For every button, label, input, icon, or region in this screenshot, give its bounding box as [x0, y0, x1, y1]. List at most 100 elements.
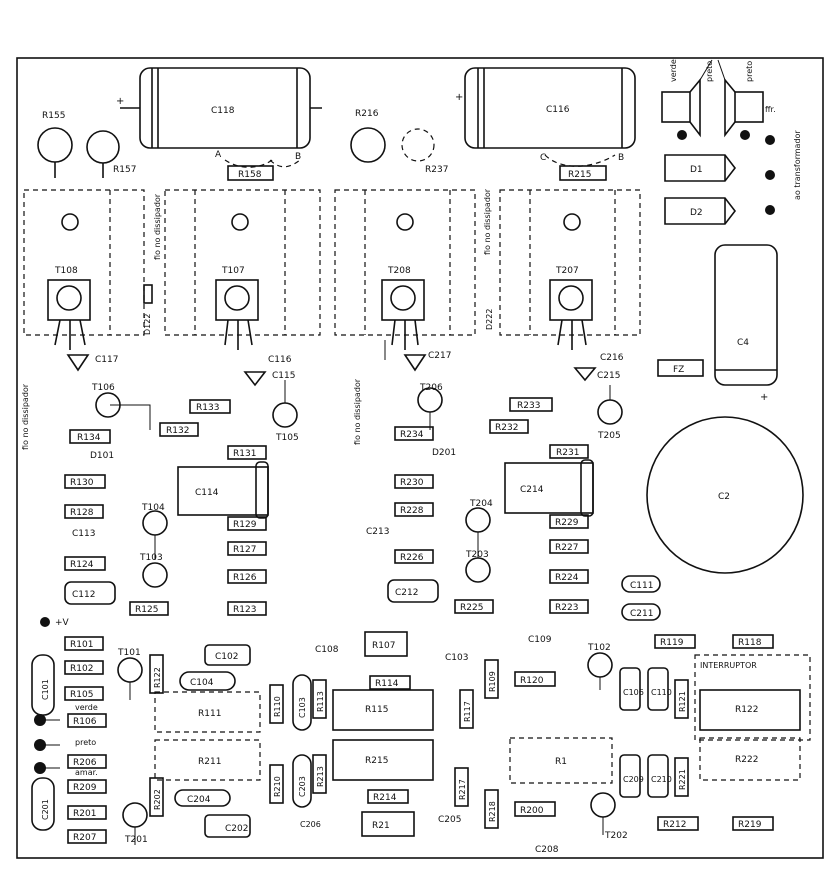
power-transistor-t207: T207 [499, 189, 641, 350]
traces [40, 340, 611, 845]
svg-text:C104: C104 [190, 678, 214, 688]
svg-text:R102: R102 [70, 664, 93, 674]
label-r215: R215 [568, 170, 591, 180]
svg-text:R101: R101 [70, 640, 93, 650]
svg-text:C212: C212 [395, 588, 418, 598]
svg-text:R227: R227 [555, 543, 578, 553]
resistor-r211: R211 [154, 739, 261, 781]
capacitor-c114: C114 [177, 461, 269, 519]
svg-text:T204: T204 [469, 499, 493, 509]
label-preto: preto [75, 738, 96, 747]
resistor-r212: R212 [657, 816, 699, 831]
svg-text:R121: R121 [678, 691, 687, 712]
svg-text:R233: R233 [517, 401, 540, 411]
diode-d2: D2 [664, 197, 737, 225]
resistor-r200: R200 [514, 801, 556, 817]
svg-text:T105: T105 [275, 433, 299, 443]
svg-text:T104: T104 [141, 503, 165, 513]
resistor-r213: R213 [312, 754, 327, 794]
resistor-r217: R217 [454, 767, 469, 807]
label-c206: C206 [300, 820, 321, 829]
svg-text:T203: T203 [465, 550, 489, 560]
resistor-r233: R233 [509, 397, 553, 412]
svg-text:C106: C106 [623, 688, 644, 697]
label-c215: C215 [597, 371, 620, 381]
svg-text:C103: C103 [298, 697, 307, 718]
power-transistor-t108: T108 [23, 189, 145, 350]
svg-text:D2: D2 [690, 208, 703, 218]
svg-text:T201: T201 [124, 835, 148, 845]
resistor-r109: R109 [484, 659, 499, 699]
svg-text:R225: R225 [460, 603, 483, 613]
label-fio: fio no dissipador [353, 378, 362, 445]
resistor-r122: R122 [149, 654, 164, 694]
capacitor-c104: C104 [179, 671, 236, 691]
svg-text:C111: C111 [630, 581, 653, 591]
resistor-r122b: R122 [699, 689, 801, 731]
svg-text:R1: R1 [555, 757, 567, 767]
svg-text:C202: C202 [225, 824, 248, 834]
svg-text:R105: R105 [70, 690, 93, 700]
transistor-t105: T105 [272, 402, 299, 443]
capacitor-c203: C203 [292, 754, 312, 808]
svg-text:C204: C204 [187, 795, 211, 805]
transistor-t202: T202 [590, 792, 628, 841]
svg-text:+: + [760, 392, 768, 403]
resistor-r123: R123 [227, 601, 267, 616]
svg-text:R201: R201 [73, 809, 96, 819]
svg-text:R226: R226 [400, 553, 424, 563]
label-fio: fio no dissipador [153, 193, 162, 260]
svg-text:T202: T202 [604, 831, 628, 841]
transistor-t204: T204 [465, 499, 493, 533]
resistor-r21x: R21 [361, 811, 415, 837]
svg-text:T206: T206 [419, 383, 443, 393]
svg-text:D1: D1 [690, 165, 703, 175]
label-ffr: ffr. [765, 105, 776, 114]
capacitor-c112: C112 [64, 581, 116, 605]
svg-text:R132: R132 [166, 426, 189, 436]
svg-text:R211: R211 [198, 757, 221, 767]
svg-text:T107: T107 [221, 266, 245, 276]
label-c116: C116 [546, 105, 570, 115]
svg-text:R125: R125 [135, 605, 158, 615]
resistor-r207: R207 [67, 829, 107, 844]
resistor-r130: R130 [64, 474, 106, 489]
resistor-r133: R133 [189, 399, 231, 414]
resistor-r117: R117 [459, 689, 474, 729]
resistor-r215 [559, 165, 607, 181]
svg-text:R214: R214 [373, 793, 397, 803]
capacitor-c111: C111 [621, 575, 661, 593]
svg-text:R223: R223 [555, 603, 578, 613]
label-r157: R157 [113, 165, 136, 175]
svg-text:R106: R106 [73, 717, 97, 727]
switch-interruptor: INTERRUPTOR [694, 654, 811, 741]
svg-text:R218: R218 [488, 801, 497, 822]
svg-text:R130: R130 [70, 478, 94, 488]
label-r158: R158 [238, 170, 262, 180]
resistor-r215b: R215 [332, 739, 434, 781]
label-c: C [540, 153, 546, 163]
svg-text:R207: R207 [73, 833, 96, 843]
svg-text:R123: R123 [233, 605, 256, 615]
capacitor-c102: C102 [204, 644, 251, 666]
svg-text:R120: R120 [520, 676, 544, 686]
svg-text:C110: C110 [651, 688, 672, 697]
svg-text:T106: T106 [91, 383, 115, 393]
capacitor-c201: C201 [31, 777, 55, 831]
svg-text:R129: R129 [233, 520, 257, 530]
svg-text:T102: T102 [587, 643, 611, 653]
svg-text:T108: T108 [54, 266, 78, 276]
resistor-r201: R201 [67, 805, 107, 820]
svg-text:R222: R222 [735, 755, 758, 765]
resistor-r1: R1 [509, 737, 613, 784]
svg-text:C114: C114 [195, 488, 219, 498]
resistor-r127: R127 [227, 541, 267, 556]
resistor-r125: R125 [129, 601, 169, 616]
resistor-r134: R134 [69, 429, 111, 444]
svg-text:R133: R133 [196, 403, 219, 413]
label-c108: C108 [315, 645, 339, 655]
svg-text:R124: R124 [70, 560, 94, 570]
svg-text:R118: R118 [738, 638, 762, 648]
capacitor-c202: C202 [204, 814, 251, 838]
label-c103: C103 [445, 653, 468, 663]
